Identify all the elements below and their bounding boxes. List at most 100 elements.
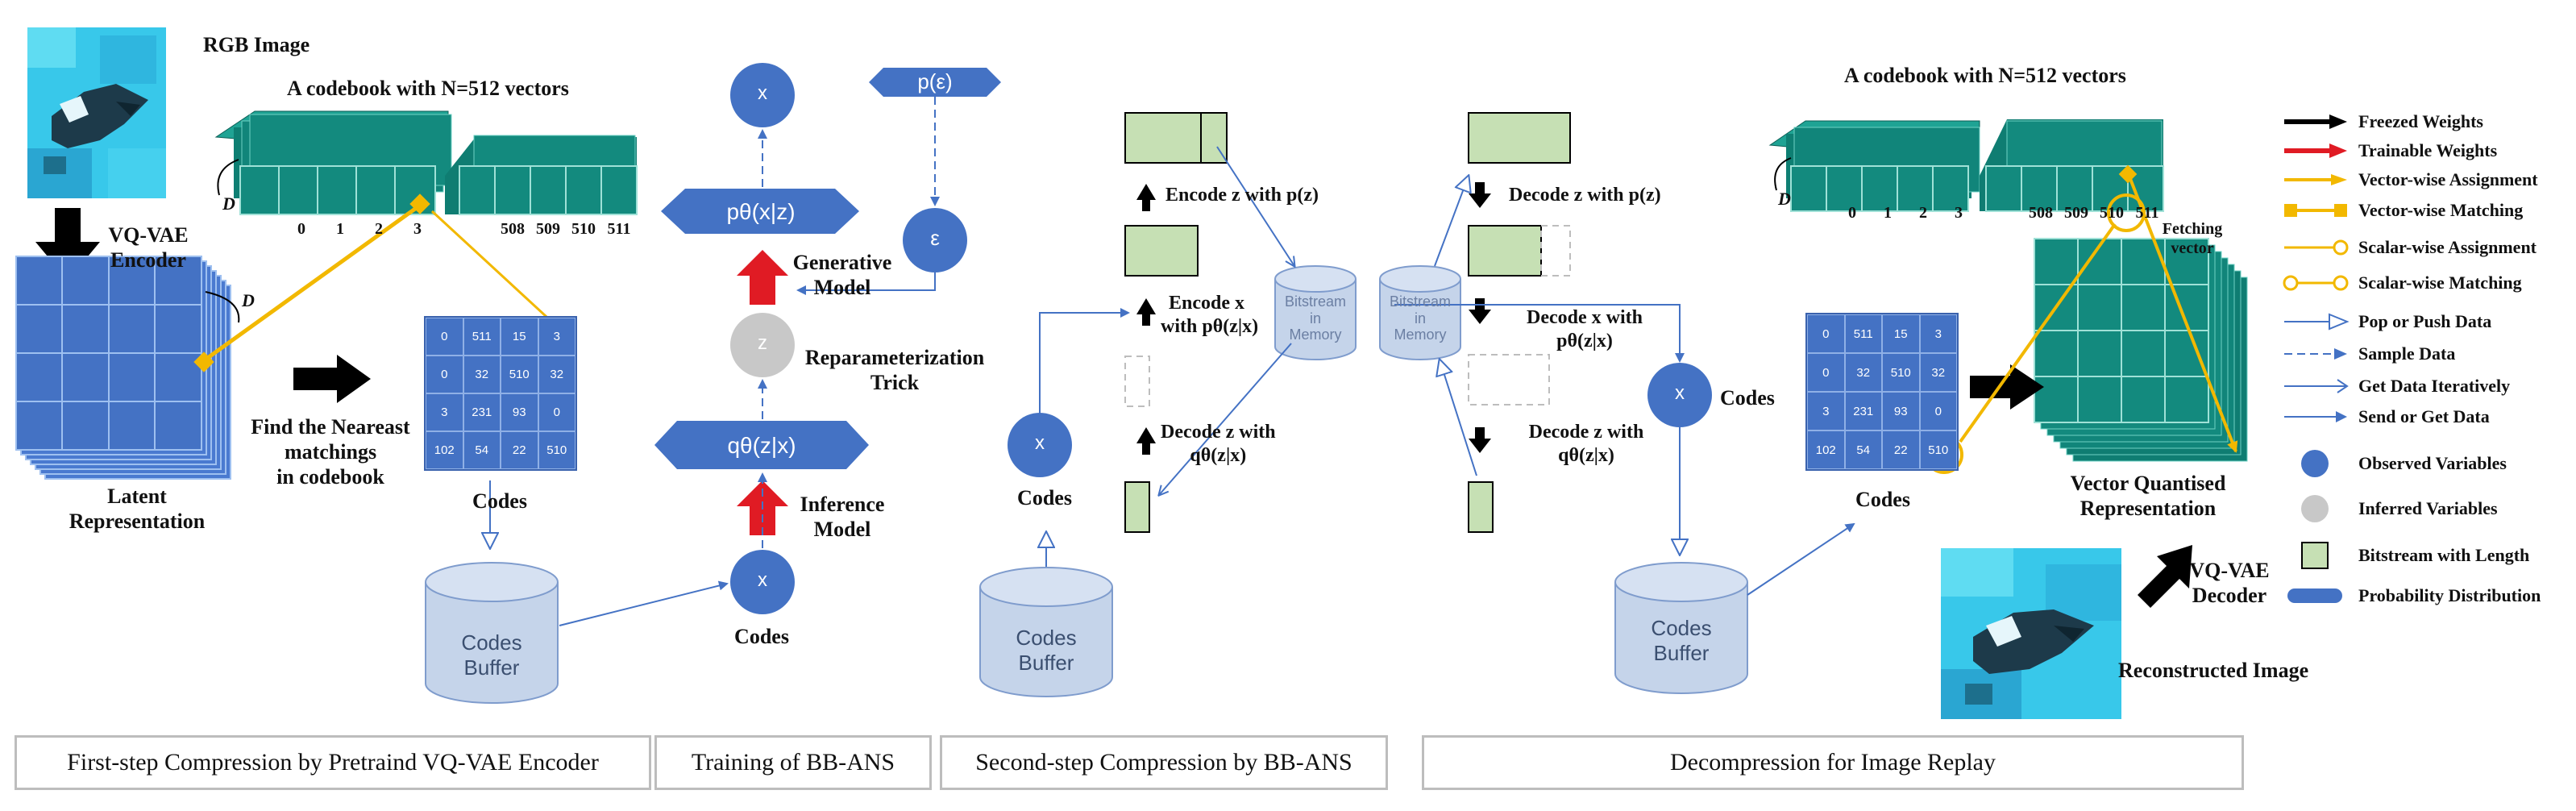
code-cell: 510 — [501, 356, 538, 393]
bitstream-mid — [1124, 225, 1199, 277]
bitstream-full — [1124, 112, 1228, 164]
q-theta-label: qθ(z|x) — [727, 433, 796, 458]
encode-z-label: Encode z with p(z) — [1165, 185, 1319, 206]
legend-label: Pop or Push Data — [2358, 311, 2492, 331]
code-cell: 3 — [538, 318, 575, 356]
node-x-bottom — [730, 550, 795, 614]
section-second-step: Second-step Compression by BB-ANS — [940, 735, 1388, 790]
bitstream-memory-cylinder-right — [1379, 265, 1461, 360]
decode-z-p-label: Decode z with p(z) — [1509, 185, 1661, 206]
p-eps-distribution — [869, 68, 1001, 97]
codebook-index: 510 — [571, 220, 596, 238]
bitstream-small — [1124, 481, 1150, 533]
codebook-index: 511 — [2135, 204, 2159, 222]
code-cell: 0 — [426, 318, 463, 356]
p-theta-distribution — [661, 189, 859, 234]
blue-circle-icon — [2301, 450, 2329, 477]
legend-item: Bitstream with Length — [2281, 542, 2571, 569]
section-decompression: Decompression for Image Replay — [1422, 735, 2244, 790]
legend-label: Probability Distribution — [2358, 585, 2541, 605]
reconstructed-image-label: Reconstructed Image — [2118, 659, 2309, 682]
p-eps-label: p(ε) — [917, 69, 953, 94]
vector-assignment-marker-codebook — [409, 193, 430, 214]
yellow-circle-line-icon — [2283, 275, 2349, 291]
legend-item: Vector-wise Matching — [2281, 197, 2571, 224]
legend-label: Observed Variables — [2358, 453, 2507, 473]
codebook-right-title: A codebook with N=512 vectors — [1844, 64, 2126, 87]
d-label-latent: D — [242, 290, 255, 310]
code-cell: 511 — [463, 318, 501, 356]
q-theta-distribution — [654, 421, 869, 469]
node-x-top — [730, 63, 795, 127]
codebook-index: 510 — [2100, 204, 2124, 222]
codes-buffer-decomp-cylinder — [1614, 562, 1748, 694]
legend-item: Sample Data — [2281, 340, 2571, 368]
codebook-index: 509 — [536, 220, 560, 238]
code-cell: 510 — [1882, 353, 1920, 392]
decomp-bitstream-small — [1468, 481, 1494, 533]
rgb-image-label: RGB Image — [203, 33, 310, 56]
legend-label: Vector-wise Assignment — [2358, 169, 2538, 189]
codebook-index: 511 — [607, 220, 631, 238]
legend-item: Trainable Weights — [2281, 137, 2571, 164]
vector-assignment-marker-latent — [193, 351, 214, 372]
d-label-right: D — [1778, 189, 1791, 209]
legend-label: Inferred Variables — [2358, 498, 2498, 518]
d-label-left: D — [222, 193, 235, 214]
code-cell: 93 — [1882, 392, 1920, 430]
legend-item: Vector-wise Assignment — [2281, 166, 2571, 193]
code-cell: 32 — [538, 356, 575, 393]
legend-item: Inferred Variables — [2281, 495, 2571, 522]
legend-item: Scalar-wise Matching — [2281, 269, 2571, 297]
code-cell: 22 — [1882, 430, 1920, 469]
generative-red-arrow — [737, 250, 788, 305]
section-training: Training of BB-ANS — [654, 735, 932, 790]
code-cell: 510 — [1919, 430, 1957, 469]
code-cell: 510 — [538, 431, 575, 469]
legend-item: Get Data Iteratively — [2281, 372, 2571, 400]
decomp-bitstream-mid — [1468, 225, 1542, 277]
code-cell: 3 — [1807, 392, 1845, 430]
codes-buffer-left-cylinder — [425, 562, 559, 704]
node-x-second — [1008, 413, 1072, 477]
code-cell: 3 — [1919, 314, 1957, 353]
codebook-left-title: A codebook with N=512 vectors — [287, 77, 569, 100]
p-theta-label: pθ(x|z) — [726, 199, 796, 224]
legend-item: Pop or Push Data — [2281, 308, 2571, 335]
yellow-diamond-arrow-icon — [2284, 174, 2347, 185]
code-cell: 32 — [1919, 353, 1957, 392]
node-x-bottom-label: x — [758, 569, 767, 591]
codes-left-label: Codes — [472, 489, 527, 513]
legend-label: Freezed Weights — [2358, 111, 2483, 131]
encoder-arrow — [35, 208, 100, 281]
nearest-arrow — [293, 355, 371, 403]
code-cell: 3 — [426, 393, 463, 431]
dashed-arrow-icon — [2284, 348, 2347, 360]
codebook-index: 2 — [1919, 204, 1927, 222]
legend-label: Bitstream with Length — [2358, 545, 2530, 565]
node-x-second-label: x — [1035, 432, 1045, 454]
codebook-index: 0 — [1848, 204, 1856, 222]
codebook-index: 508 — [501, 220, 525, 238]
codebook-index: 1 — [1884, 204, 1892, 222]
legend-label: Sample Data — [2358, 343, 2456, 364]
codebook-index: 1 — [336, 220, 344, 238]
codebook-index: 2 — [375, 220, 383, 238]
legend-label: Scalar-wise Assignment — [2358, 237, 2537, 257]
legend-label: Get Data Iteratively — [2358, 376, 2511, 396]
legend-item: Observed Variables — [2281, 450, 2571, 477]
code-cell: 0 — [426, 356, 463, 393]
code-cell: 0 — [1807, 353, 1845, 392]
node-x-top-label: x — [758, 82, 767, 104]
legend-item: Send or Get Data — [2281, 403, 2571, 430]
